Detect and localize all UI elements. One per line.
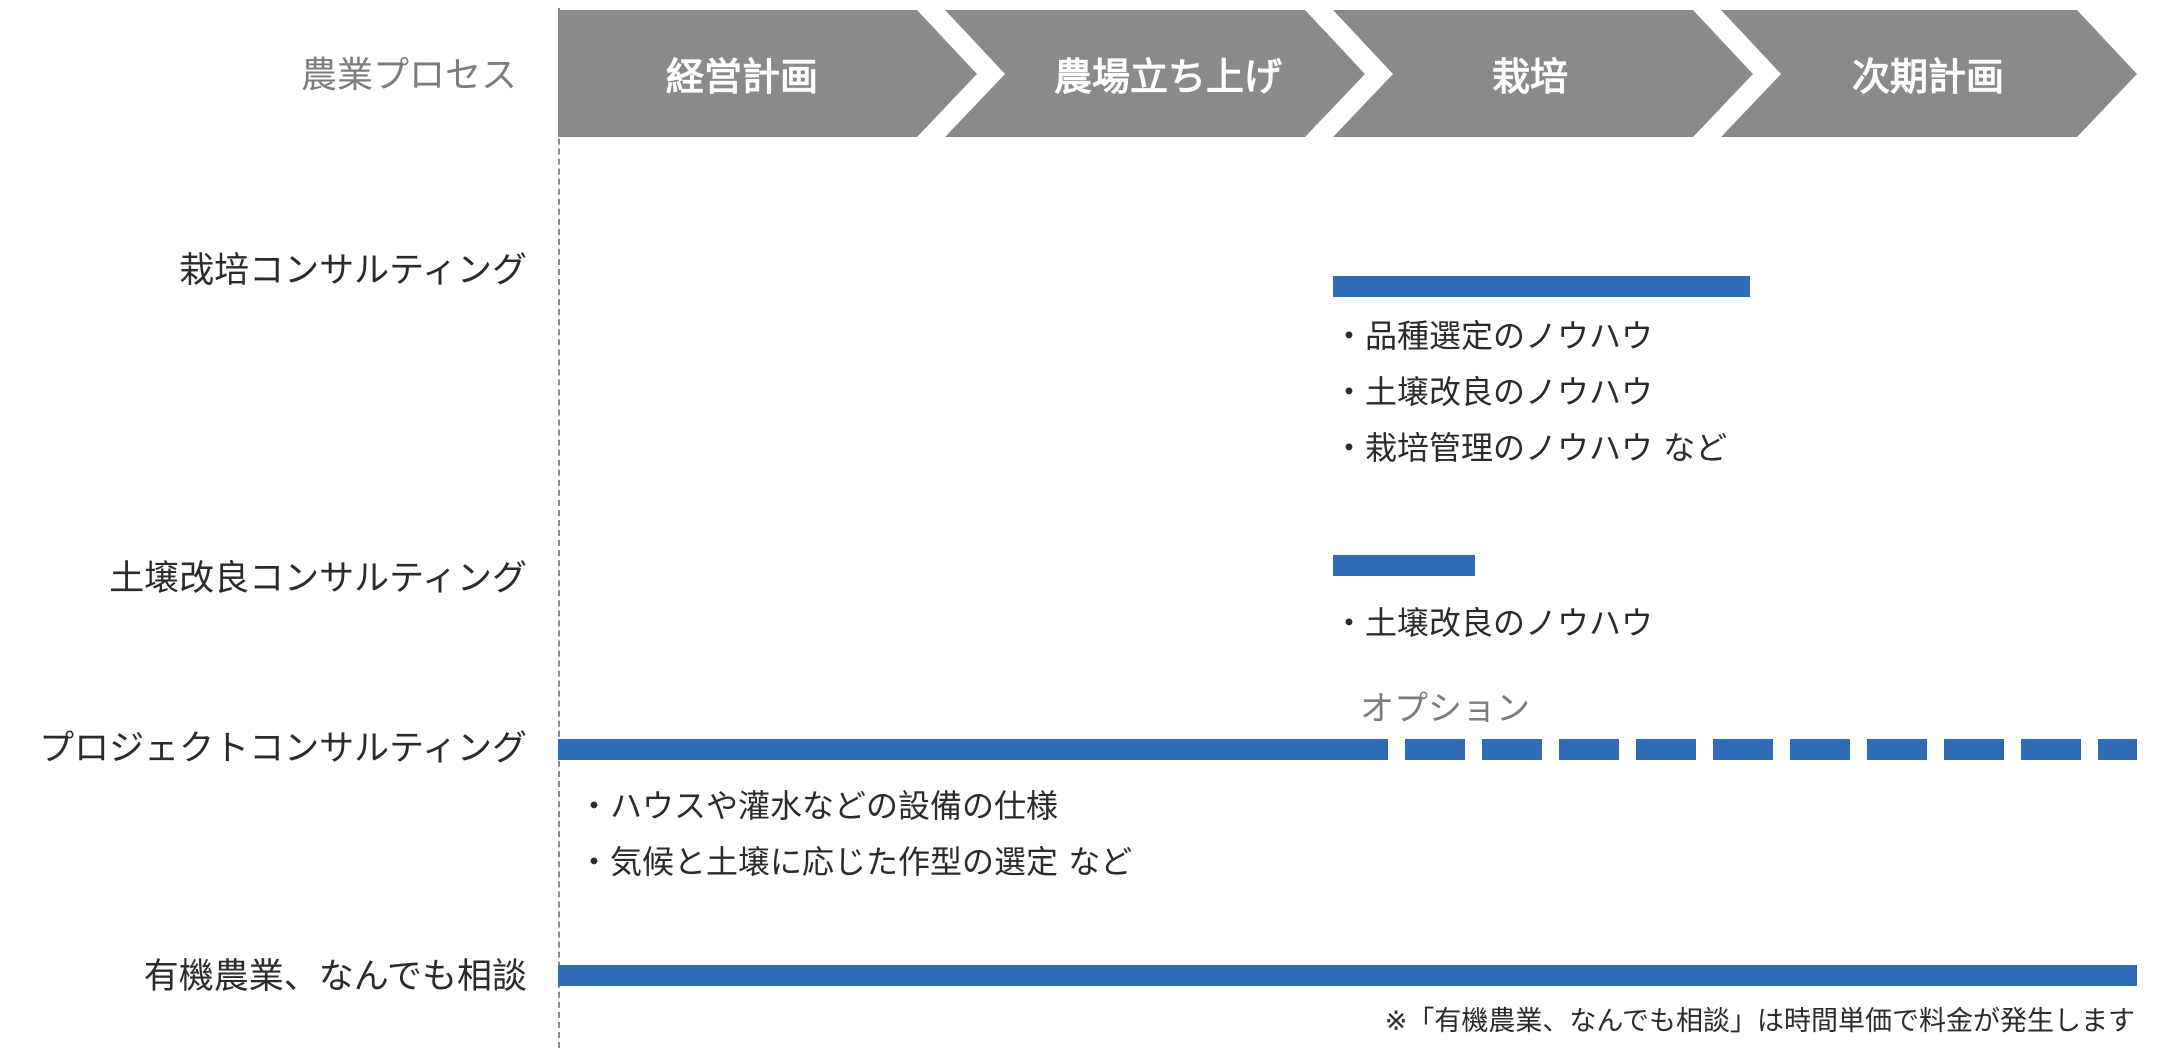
bullet-item: 気候と土壌に応じた作型の選定 など (578, 834, 1132, 890)
bar-general (558, 965, 2137, 986)
bullet-item: 土壌改良のノウハウ (1333, 364, 1727, 420)
footnote: ※「有機農業、なんでも相談」は時間単価で料金が発生します (1384, 1006, 2135, 1037)
process-label: 農業プロセス (300, 55, 517, 96)
row-label-project: プロジェクトコンサルティング (39, 729, 527, 769)
stage-chevron-2-shape (945, 10, 1365, 137)
bar-project-optional-dashed (1405, 739, 2137, 760)
bar-soil (1333, 555, 1475, 576)
bullets-soil: 土壌改良のノウハウ (1333, 595, 1653, 651)
row-label-general: 有機農業、なんでも相談 (143, 957, 527, 997)
stage-label-2: 農場立ち上げ (1054, 55, 1282, 99)
stage-chevron-4: 次期計画 (1721, 10, 2137, 137)
option-label: オプション (1360, 689, 1530, 729)
bullets-project: ハウスや灌水などの設備の仕様 気候と土壌に応じた作型の選定 など (578, 778, 1132, 890)
row-label-soil: 土壌改良コンサルティング (109, 559, 527, 599)
process-chevrons: 経営計画 農場立ち上げ 栽培 次期計画 (558, 10, 2137, 137)
stage-chevron-3: 栽培 (1333, 10, 1753, 137)
stage-chevron-2: 農場立ち上げ (945, 10, 1365, 137)
stage-chevron-1: 経営計画 (558, 10, 977, 137)
bullet-item: 土壌改良のノウハウ (1333, 595, 1653, 651)
bullets-cultivation: 品種選定のノウハウ 土壌改良のノウハウ 栽培管理のノウハウ など (1333, 308, 1727, 476)
bar-cultivation (1333, 276, 1750, 297)
bar-project-solid (558, 739, 1388, 760)
stage-label-1: 経営計画 (666, 55, 818, 99)
bullet-item: 品種選定のノウハウ (1333, 308, 1727, 364)
row-label-cultivation: 栽培コンサルティング (179, 251, 527, 291)
bullet-item: ハウスや灌水などの設備の仕様 (578, 778, 1132, 834)
stage-label-4: 次期計画 (1852, 55, 2004, 99)
stage-chevron-4-shape (1721, 10, 2137, 137)
stage-label-3: 栽培 (1492, 55, 1568, 99)
bullet-item: 栽培管理のノウハウ など (1333, 420, 1727, 476)
timeline-start-dashed-line (558, 8, 560, 1048)
stage-chevron-3-shape (1333, 10, 1753, 137)
stage-chevron-1-shape (558, 10, 977, 137)
